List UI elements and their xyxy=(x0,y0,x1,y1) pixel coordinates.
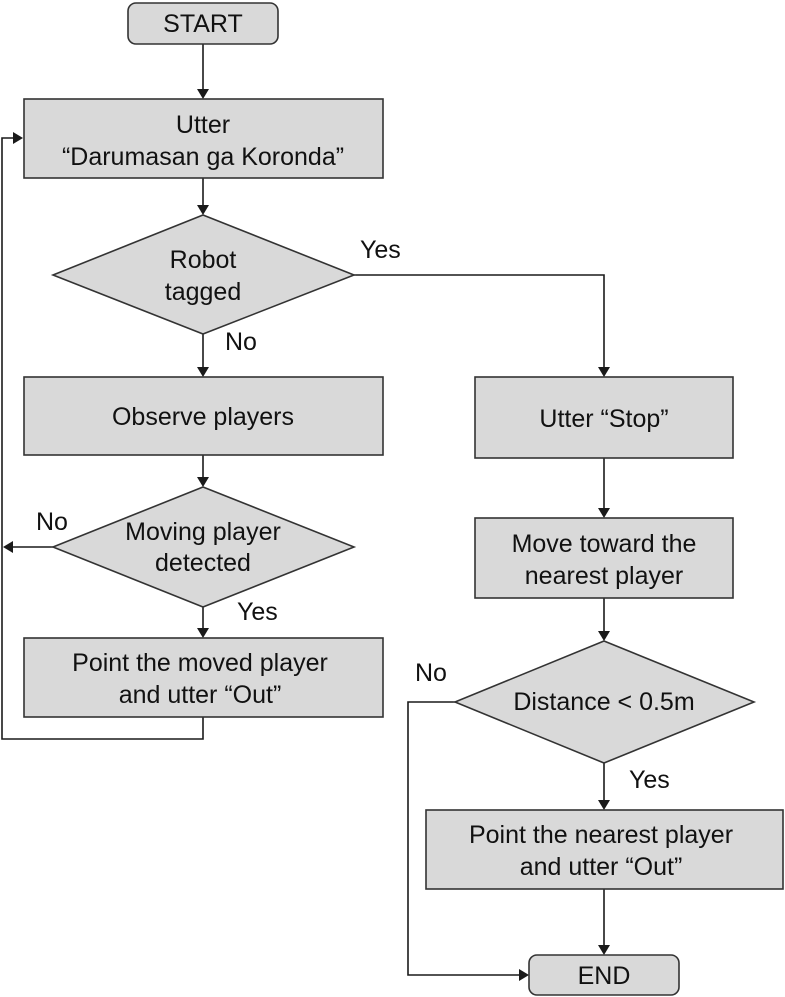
robot-tagged-label-line1: Robot xyxy=(170,246,237,274)
arrowhead xyxy=(3,541,13,553)
arrowhead xyxy=(598,945,610,955)
utter-stop-label: Utter “Stop” xyxy=(539,405,668,433)
edge-distance-no xyxy=(407,701,520,976)
arrowhead xyxy=(598,367,610,377)
arrowhead xyxy=(13,132,23,144)
observe-players-box xyxy=(23,376,384,456)
robot-tagged-yes-label: Yes xyxy=(360,236,401,264)
move-toward-label-line1: Move toward the xyxy=(512,530,697,558)
distance-no-label: No xyxy=(415,659,447,687)
utter-darumasan-label-line2: “Darumasan ga Koronda” xyxy=(62,143,344,171)
distance-yes-label: Yes xyxy=(629,766,670,794)
arrowhead xyxy=(197,628,209,638)
move-toward-box xyxy=(474,517,734,599)
arrowhead xyxy=(197,477,209,487)
utter-darumasan-label-line1: Utter xyxy=(176,111,230,139)
point-nearest-player-label-line2: and utter “Out” xyxy=(520,853,683,881)
distance-decision xyxy=(452,640,757,764)
edge-loop-back xyxy=(1,137,204,740)
point-nearest-player-label-line1: Point the nearest player xyxy=(469,821,733,849)
robot-tagged-decision xyxy=(50,214,357,335)
point-moved-player-label-line2: and utter “Out” xyxy=(119,681,282,709)
utter-darumasan-box xyxy=(23,98,384,179)
arrowhead xyxy=(519,969,529,981)
moving-yes-label: Yes xyxy=(237,598,278,626)
moving-player-label-line2: detected xyxy=(155,549,251,577)
arrowhead xyxy=(598,508,610,518)
distance-label: Distance < 0.5m xyxy=(513,688,694,716)
edge-robot-tagged-yes xyxy=(354,274,605,368)
arrowhead xyxy=(197,89,209,99)
arrowhead xyxy=(598,800,610,810)
start-label: START xyxy=(163,10,243,38)
move-toward-label-line2: nearest player xyxy=(525,562,683,590)
arrowhead xyxy=(197,367,209,377)
arrowhead xyxy=(197,205,209,215)
robot-tagged-label-line2: tagged xyxy=(165,278,241,306)
point-moved-player-box xyxy=(23,637,384,718)
arrowhead xyxy=(598,631,610,641)
point-moved-player-label-line1: Point the moved player xyxy=(72,649,328,677)
observe-players-label: Observe players xyxy=(112,403,294,431)
utter-stop-box xyxy=(474,376,734,459)
moving-player-decision xyxy=(50,486,357,608)
robot-tagged-no-label: No xyxy=(225,328,257,356)
end-label: END xyxy=(578,962,631,990)
start-terminal xyxy=(127,2,279,45)
end-terminal xyxy=(528,954,680,996)
moving-no-label: No xyxy=(36,508,68,536)
point-nearest-player-box xyxy=(425,809,784,890)
moving-player-label-line1: Moving player xyxy=(125,518,281,546)
